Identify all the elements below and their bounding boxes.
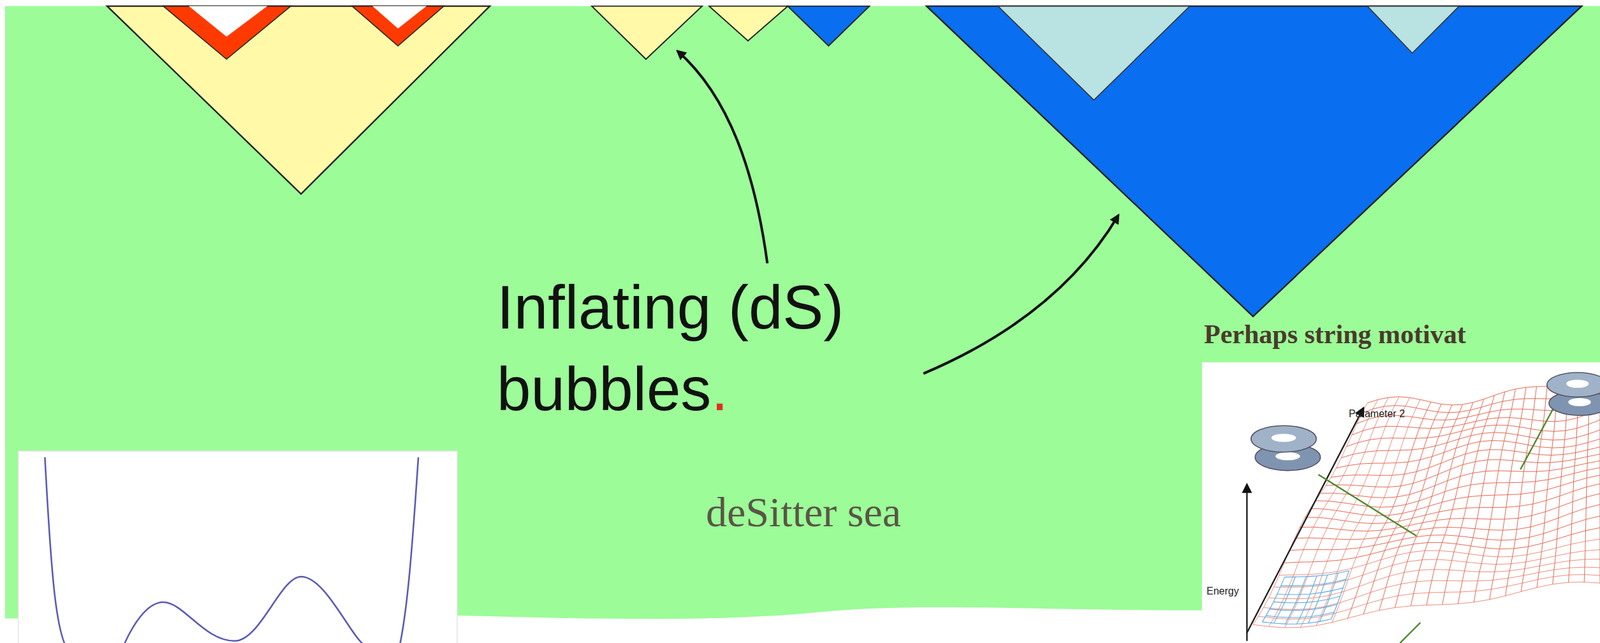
pointer-arrow	[677, 51, 768, 264]
mesh-line	[1316, 397, 1410, 625]
sea-label: deSitter sea	[705, 487, 902, 537]
mesh-line	[1489, 387, 1527, 600]
mesh-line	[1294, 504, 1600, 540]
red-bubble	[163, 6, 291, 60]
caption-text: Inflating (dS) bubbles	[496, 272, 844, 423]
torus-icon	[1547, 372, 1600, 416]
mesh-line	[1289, 515, 1600, 551]
mesh-line	[1335, 438, 1600, 469]
axis-label: Parameter 2	[1348, 408, 1405, 420]
double-well-potential	[44, 457, 419, 643]
mesh-line	[1277, 587, 1344, 595]
blue-bubble	[926, 6, 1582, 317]
blue-bubble	[787, 6, 870, 46]
pointer-line	[1520, 403, 1556, 470]
bubble-caption: Inflating (dS) bubbles.	[496, 266, 956, 430]
mesh-line	[1279, 538, 1600, 576]
pointer-arrow	[923, 215, 1119, 374]
pale-bubble	[998, 6, 1190, 101]
yellow-bubble	[107, 6, 490, 194]
white-core	[372, 6, 427, 29]
landscape-mesh	[1253, 376, 1600, 628]
energy-axis	[1246, 484, 1248, 641]
mesh-line	[1325, 454, 1600, 488]
mesh-line	[1552, 385, 1569, 585]
mesh-line	[1296, 575, 1317, 624]
yellow-bubble	[709, 6, 788, 41]
landscape-panel	[1202, 362, 1600, 643]
potential-panel	[18, 450, 458, 643]
mesh-line	[1363, 403, 1442, 614]
yellow-bubble	[591, 6, 703, 60]
pointer-line	[1318, 474, 1417, 536]
mesh-line	[1310, 475, 1600, 516]
mesh-line	[1426, 399, 1484, 606]
mesh-line	[1299, 493, 1600, 532]
mesh-line	[1346, 419, 1600, 447]
mesh-line	[1284, 576, 1307, 624]
mesh-line	[1341, 429, 1600, 458]
mesh-line	[1258, 574, 1600, 620]
mesh-line	[1315, 467, 1600, 507]
mesh-line	[1330, 570, 1349, 620]
mesh-line	[1505, 386, 1537, 596]
mesh-line	[1320, 460, 1600, 498]
mesh-line	[1520, 386, 1548, 592]
panel-title: Perhaps string motivat	[1203, 318, 1467, 350]
mesh-line	[1268, 558, 1600, 599]
mesh-line	[1319, 573, 1338, 622]
mesh-line	[1284, 527, 1600, 563]
red-period: .	[711, 354, 729, 423]
white-core	[188, 6, 268, 37]
mesh-line	[1281, 579, 1347, 586]
pale-bubble	[1367, 6, 1460, 54]
parameter-axis	[1246, 408, 1363, 633]
pointer-line	[1399, 622, 1421, 643]
axis-label: Energy	[1206, 585, 1240, 597]
mesh-line	[1262, 577, 1285, 622]
mesh-line	[1273, 576, 1296, 624]
mesh-line	[1307, 574, 1328, 624]
mesh-line	[1347, 401, 1431, 618]
red-bubble	[352, 6, 444, 46]
mesh-line	[1274, 549, 1600, 588]
mesh-line	[1263, 566, 1600, 610]
mesh-line	[1536, 386, 1558, 588]
torus-icon	[1251, 425, 1321, 470]
mesh-line	[1284, 570, 1349, 578]
